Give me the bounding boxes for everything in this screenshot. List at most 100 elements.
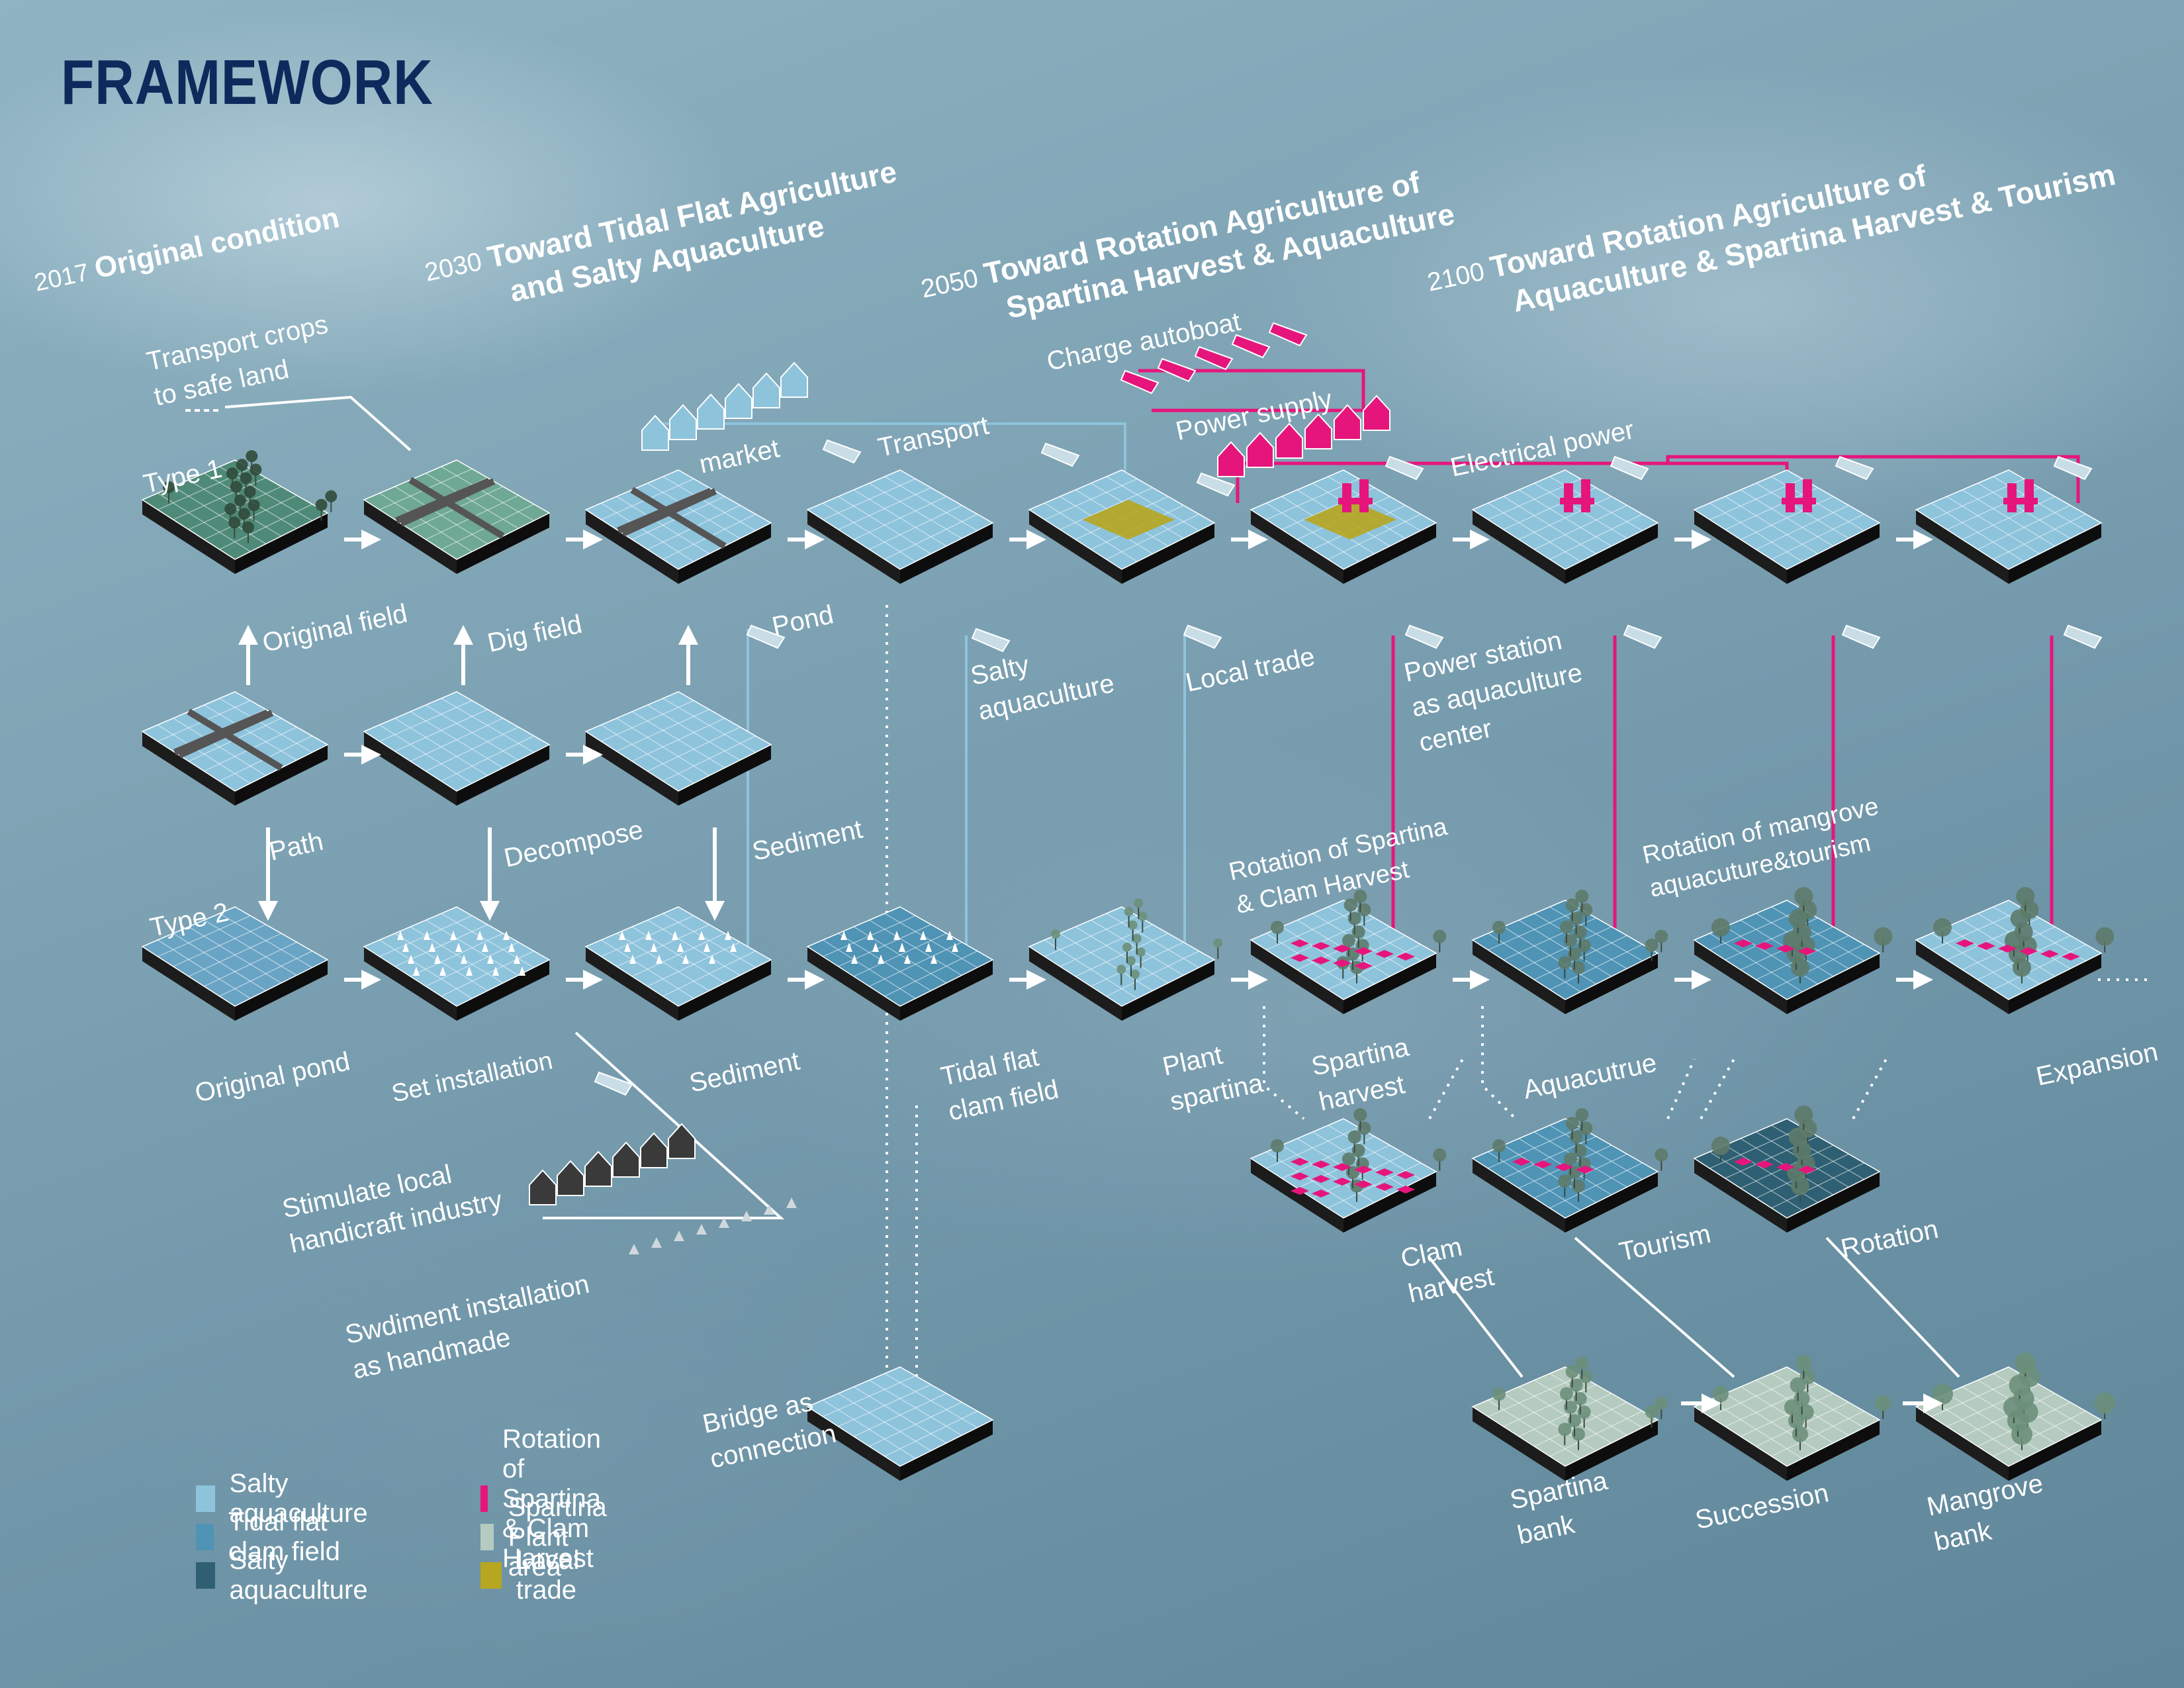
label-bridge: Bridge asconnection [700, 1384, 839, 1474]
dotted-connector-3 [1481, 1006, 1517, 1120]
installation-icon [674, 1231, 684, 1241]
tile-spartina-bank [1471, 1356, 1668, 1481]
handicraft-house-icon [640, 1132, 668, 1168]
legend-swatch [196, 1485, 215, 1512]
label-dig-field: Dig field [485, 610, 585, 658]
tile-plant-spartina [1028, 898, 1223, 1021]
legend-item: Salty aquaculture [196, 1469, 375, 1528]
boat-icon [1610, 455, 1649, 481]
label-plant-spartina: Plantspartina [1160, 1033, 1266, 1117]
handicraft-house-icon [612, 1141, 640, 1178]
legend-swatch [196, 1524, 214, 1550]
boat-icon [1385, 455, 1424, 481]
legend-item: Local trade [480, 1546, 620, 1605]
bank-line-1 [1428, 1256, 1524, 1378]
label-path: Path [267, 827, 326, 867]
legend-swatch [480, 1524, 494, 1550]
installation-icon [629, 1244, 639, 1254]
legend-swatch [480, 1562, 502, 1589]
market-house-icon [669, 404, 697, 440]
power-house-icon [1217, 441, 1245, 477]
tile-original-pond [141, 906, 329, 1021]
dotted-connector-5 [1700, 1058, 1735, 1119]
autoboat-icon [1231, 334, 1271, 359]
flow-arrows [238, 530, 1943, 1413]
legend-label: Local trade [516, 1546, 580, 1605]
tile-decompose [363, 691, 551, 806]
power-house-icon [1363, 395, 1390, 431]
boat-icon [2053, 455, 2093, 481]
dotted-connector-4 [1666, 1058, 1696, 1119]
installation-icon [719, 1217, 729, 1228]
tile-tidal-flat [806, 906, 994, 1021]
label-decompose: Decompose [502, 815, 646, 872]
boat-icon [1040, 442, 1080, 467]
label-succession: Succession [1693, 1478, 1831, 1535]
legend-item: Spartina Plant area [480, 1493, 620, 1581]
market-house-icon [725, 383, 752, 419]
legend-item: Rotation of Spartina & Clam Harvest [480, 1425, 620, 1573]
legend-swatch [196, 1562, 215, 1589]
dotted-connector-1 [1263, 1006, 1305, 1120]
phase-heading: 2050 Toward Rotation Agriculture ofSpart… [917, 159, 1457, 342]
market-house-icon [752, 372, 780, 408]
tile-mangrove [1693, 887, 1893, 1014]
legend-item: Salty aquaculture [196, 1546, 375, 1605]
tile-tourism [1471, 1108, 1668, 1233]
legend-label: Salty aquaculture [229, 1469, 368, 1528]
installation-icon [651, 1237, 662, 1248]
tile-spartina-harvest [1250, 890, 1447, 1014]
power-house-icon [1275, 422, 1303, 459]
tile-sediment-mid [584, 691, 772, 806]
flow-lines [185, 369, 2151, 1378]
dotted-connector-6 [1852, 1058, 1888, 1119]
legend-label: Rotation of Spartina & Clam Harvest [502, 1424, 602, 1573]
label-expansion: Expansion [2034, 1037, 2161, 1092]
label-local-trade: Local trade [1183, 642, 1318, 698]
handicraft-house-icon [668, 1123, 696, 1159]
label-salty-aquaculture: Saltyaquaculture [968, 633, 1117, 726]
label-original-pond: Original pond [193, 1047, 353, 1108]
autoboat-icon [1157, 357, 1197, 383]
legend-column-left: Salty aquaculture Tidal flat clam field … [196, 1469, 375, 1605]
label-transport-crops: Transport cropsto safe land [144, 310, 338, 412]
label-set-installation: Set installation [389, 1047, 555, 1107]
market-house-icon [641, 414, 669, 451]
transport-crops-line [224, 395, 412, 451]
autoboat-icon [1268, 322, 1308, 347]
label-spartina-harvest: Spartinaharvest [1309, 1033, 1420, 1117]
autoboat-icon [1194, 346, 1234, 371]
tile-aquacutrue [1471, 890, 1668, 1014]
power-house-icon [1304, 413, 1332, 449]
power-house-icon [1246, 432, 1274, 468]
label-transport: Transport [876, 410, 991, 462]
legend-swatch [480, 1485, 488, 1512]
legend-label: Spartina Plant area [508, 1492, 607, 1581]
power-house-icon [1334, 404, 1361, 440]
boat-icon [1196, 472, 1236, 497]
installation-icon [764, 1204, 774, 1215]
market-house-icon [780, 361, 808, 398]
label-rotation-mangrove: Rotation of mangroveaquacuture&tourism [1640, 792, 1888, 903]
label-swdiment: Swdiment installationas handmade [343, 1270, 600, 1385]
installation-icon [786, 1197, 797, 1208]
phase-heading: 2017 Original condition [31, 201, 342, 298]
bank-line-3 [1825, 1237, 1960, 1378]
boat-icon [822, 439, 862, 464]
installation-icon [741, 1211, 752, 1221]
label-mangrove-bank: Mangrovebank [1925, 1469, 2053, 1557]
label-tourism: Tourism [1617, 1219, 1713, 1267]
label-pond: Pond [770, 600, 837, 641]
autoboat-icon [1120, 369, 1160, 395]
legend-column-right: Rotation of Spartina & Clam Harvest Spar… [480, 1425, 620, 1605]
phase-heading: 2100 Toward Rotation Agriculture ofAquac… [1424, 120, 2118, 335]
tile-power-station-2100a [1471, 469, 1659, 584]
tile-expansion [1915, 887, 2115, 1014]
tile-dig-field [363, 459, 551, 574]
tile-local-trade [1028, 469, 1216, 584]
boat-icon [1841, 624, 1881, 649]
tile-set-installation [363, 906, 551, 1021]
label-tidal-flat: Tidal flatclam field [938, 1040, 1062, 1127]
tile-power-station-2100b [1693, 469, 1881, 584]
